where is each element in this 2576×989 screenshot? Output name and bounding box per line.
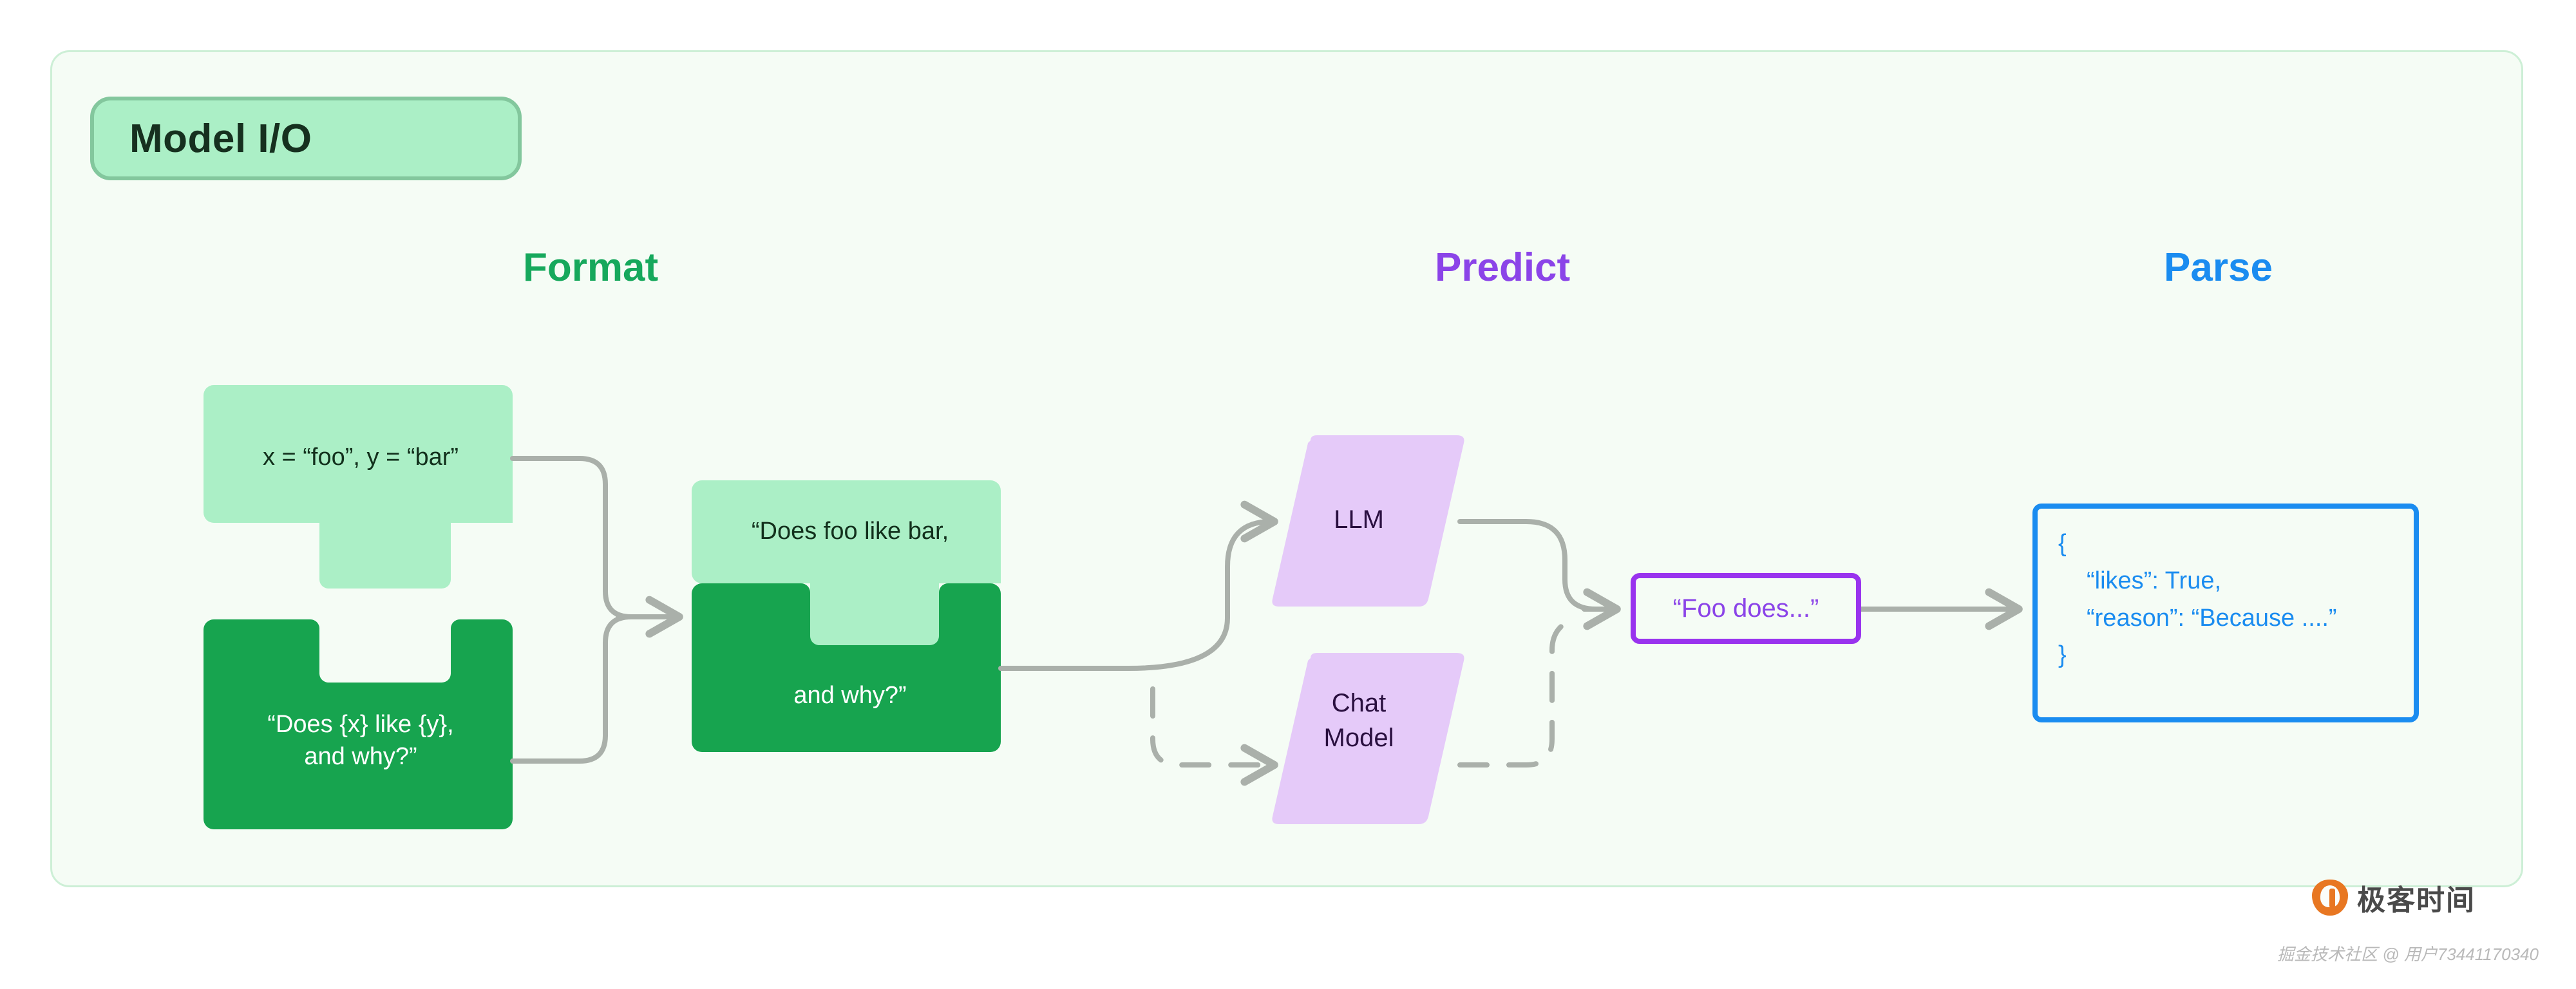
json-line: “reason”: “Because ....”	[2087, 604, 2337, 632]
section-header-parse: Parse	[2164, 245, 2273, 290]
json-line: “likes”: True,	[2087, 567, 2222, 594]
parsed-json-box: { “likes”: True, “reason”: “Because ....…	[2032, 504, 2419, 722]
template-block-label: “Does {x} like {y}, and why?”	[267, 711, 454, 771]
attribution-watermark: 掘金技术社区 @ 用户73441170340	[2277, 945, 2539, 964]
filled-block-bottom-label: and why?”	[793, 682, 907, 709]
title-badge-label: Model I/O	[129, 116, 312, 161]
chat-model-label: Chat Model	[1323, 689, 1394, 752]
section-header-format: Format	[523, 245, 659, 290]
llm-label: LLM	[1334, 505, 1384, 534]
json-line: {	[2058, 530, 2067, 557]
section-header-predict: Predict	[1435, 245, 1571, 290]
brand-logo-text: 极客时间	[2357, 885, 2476, 916]
title-badge: Model I/O	[90, 97, 522, 180]
variables-block-label: x = “foo”, y = “bar”	[262, 444, 459, 471]
model-output-text: “Foo does...”	[1672, 594, 1819, 623]
brand-logo: 极客时间	[2312, 877, 2476, 918]
filled-block-top-label: “Does foo like bar,	[751, 518, 949, 545]
model-output-box: “Foo does...”	[1631, 573, 1861, 644]
geektime-pin-icon	[2312, 880, 2348, 916]
json-line: }	[2058, 641, 2067, 669]
